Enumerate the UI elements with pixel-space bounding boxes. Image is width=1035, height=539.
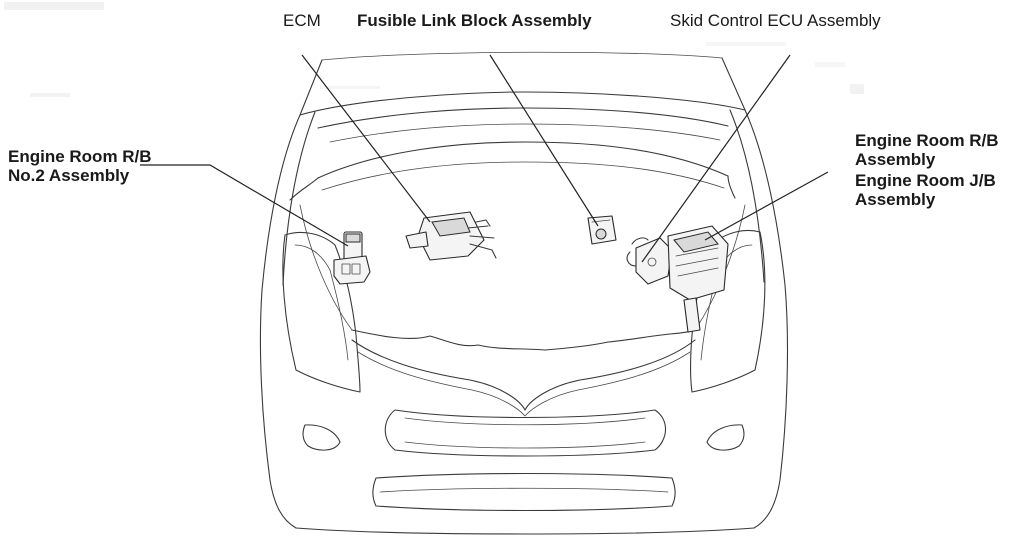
leader-fusible-link-block	[489, 54, 599, 227]
leader-skid-control-ecu	[641, 54, 791, 263]
label-engine-room-jb-line2: Assembly	[855, 190, 936, 209]
label-engine-room-rb-no2: Engine Room R/B No.2 Assembly	[8, 147, 152, 185]
label-engine-room-rb: Engine Room R/B Assembly	[855, 131, 999, 169]
car-body-outline	[259, 51, 789, 535]
leader-lines	[140, 54, 829, 263]
engine-room-rb-jb-component	[667, 225, 729, 333]
label-skid-control-ecu: Skid Control ECU Assembly	[670, 11, 881, 30]
label-fusible-link-block: Fusible Link Block Assembly	[357, 11, 592, 30]
label-ecm: ECM	[283, 11, 321, 30]
label-engine-room-rb-line1: Engine Room R/B	[855, 131, 999, 150]
label-engine-room-rb-no2-line2: No.2 Assembly	[8, 166, 130, 185]
engine-room-rb-no2-component	[333, 231, 371, 285]
leader-engine-room-rb-jb	[704, 171, 829, 241]
scan-bleed-through	[4, 2, 864, 97]
label-engine-room-rb-no2-line1: Engine Room R/B	[8, 147, 152, 166]
skid-control-ecu-component	[626, 237, 673, 285]
leader-ecm	[301, 54, 431, 223]
leader-engine-room-rb-no2	[140, 164, 349, 247]
fusible-link-block-component	[587, 215, 617, 245]
label-engine-room-jb-line1: Engine Room J/B	[855, 171, 996, 190]
ecm-component	[405, 211, 497, 261]
label-engine-room-rb-line2: Assembly	[855, 150, 936, 169]
label-engine-room-jb: Engine Room J/B Assembly	[855, 171, 996, 209]
